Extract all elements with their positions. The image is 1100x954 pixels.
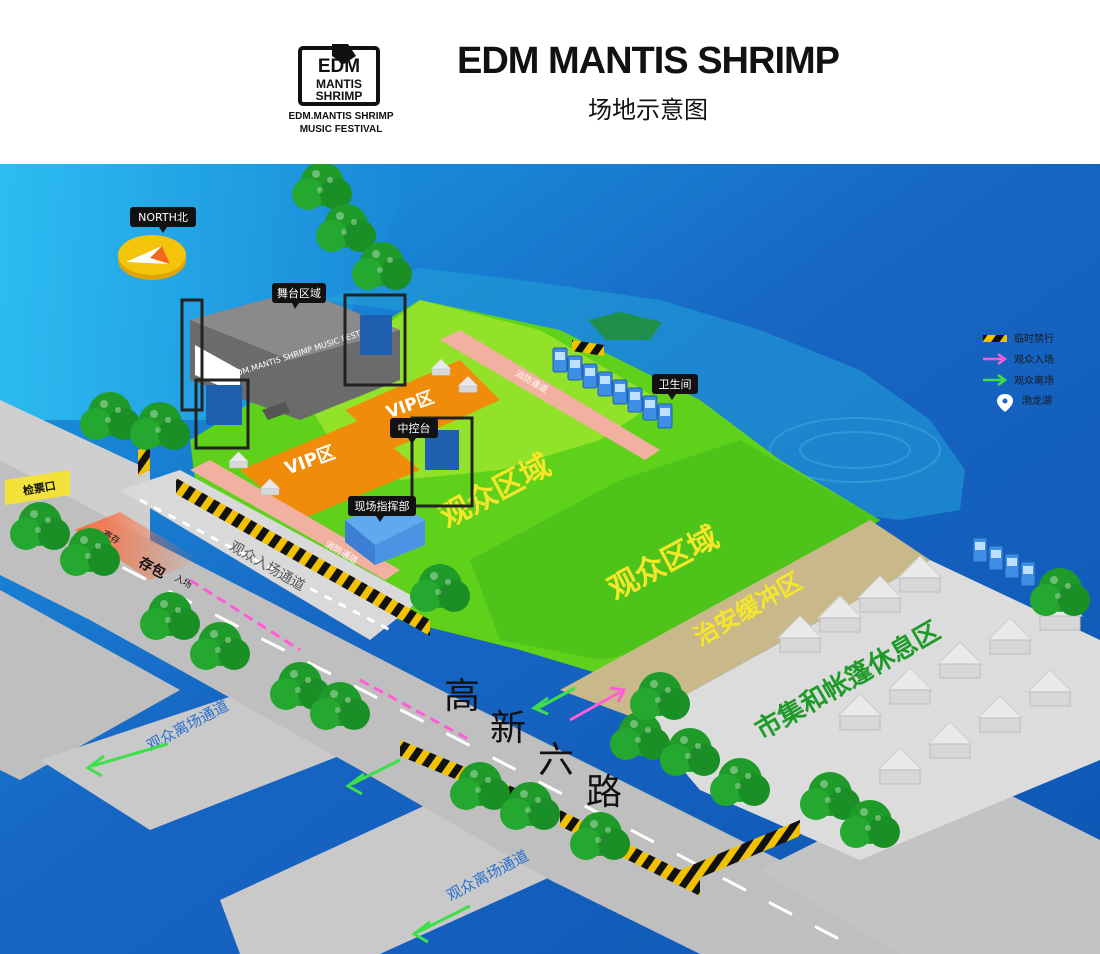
- main-stage: EDM.MANTIS SHRIMP MUSIC FESTIVAL: [180, 290, 407, 450]
- toilet-callout-text: 卫生间: [659, 377, 692, 391]
- vip-zone-right: [345, 360, 500, 450]
- vip-zone-left: [240, 420, 420, 520]
- north-compass: NORTH北: [118, 207, 196, 280]
- road-char-2: 新: [490, 708, 526, 749]
- lake-ripple: [769, 417, 941, 483]
- entrance-label: 检票口: [22, 478, 57, 498]
- control-callout-text: 中控台: [398, 421, 431, 435]
- exit-arrow-legend-icon: [983, 373, 1008, 387]
- road-left-2: [0, 590, 180, 780]
- road-name: 高 新 六 路: [444, 676, 622, 813]
- lake-ripple: [799, 431, 911, 469]
- entry-arrows: [189, 578, 627, 742]
- barrier-legend-icon: [983, 335, 1007, 342]
- logo-text-line2: MUSIC FESTIVAL: [300, 124, 383, 135]
- toilet-callout: 卫生间: [652, 374, 698, 400]
- logo-mark: EDM MANTIS SHRIMP: [298, 44, 380, 106]
- control-callout: 中控台: [390, 418, 438, 444]
- command-callout-text: 现场指挥部: [355, 499, 410, 513]
- command-callout: 现场指挥部: [348, 496, 416, 522]
- logo-text-line1: EDM.MANTIS SHRIMP: [289, 111, 394, 122]
- legend-label-lake: 渤龙湖: [1022, 394, 1052, 407]
- small-island: [588, 312, 662, 340]
- road-char-3: 六: [538, 740, 574, 781]
- stage-callout: 舞台区域: [272, 283, 326, 309]
- map-legend: 临时禁行 观众入场 观众离场 渤龙湖: [983, 332, 1054, 412]
- road-char-4: 路: [586, 772, 622, 813]
- legend-label-entry: 观众入场: [1014, 353, 1054, 366]
- svg-text:EDM: EDM: [318, 56, 360, 77]
- page-title: EDM MANTIS SHRIMP: [457, 40, 840, 82]
- festival-logo: EDM MANTIS SHRIMP EDM.MANTIS SHRIMP MUSI…: [289, 44, 394, 135]
- storage-area: [75, 512, 200, 580]
- north-label: NORTH北: [138, 211, 188, 224]
- site-map: VIP区 VIP区 消防通道 消防通道 观众区域 观众区域 治安缓冲区 市集和帐…: [0, 164, 1100, 954]
- svg-text:MANTIS: MANTIS: [316, 77, 362, 91]
- page-header: EDM MANTIS SHRIMP EDM.MANTIS SHRIMP MUSI…: [0, 0, 1100, 164]
- entry-arrow-legend-icon: [983, 352, 1008, 366]
- road-char-1: 高: [444, 676, 480, 717]
- road-right: [760, 770, 1100, 954]
- legend-label-barrier: 临时禁行: [1014, 332, 1054, 345]
- road-left-1: [0, 400, 150, 540]
- fire-lane-strip-bottom: [190, 460, 400, 580]
- exit-arrows: [85, 686, 576, 944]
- venue-grass-audience-2: [470, 440, 880, 660]
- svg-text:SHRIMP: SHRIMP: [316, 89, 363, 103]
- fire-lane-strip-top: [440, 330, 660, 460]
- security-buffer-zone: [560, 520, 930, 720]
- legend-label-exit: 观众离场: [1014, 374, 1054, 387]
- main-road: [0, 460, 940, 954]
- stage-callout-text: 舞台区域: [277, 286, 321, 300]
- page-subtitle: 场地示意图: [588, 96, 708, 124]
- entrance-sign-board: [5, 470, 70, 505]
